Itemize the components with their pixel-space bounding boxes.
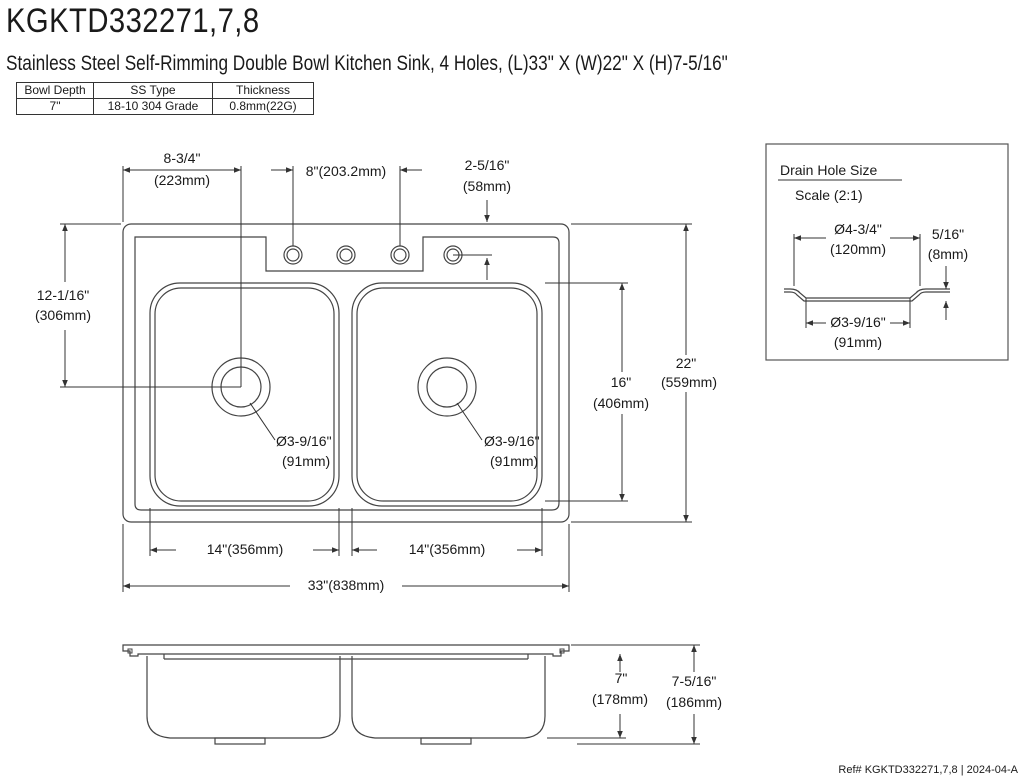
dim-overall-width: 22" [676,355,697,371]
sink-deck-outline [134,236,560,511]
drain-detail-title: Drain Hole Size [780,162,877,178]
bowl-left [149,282,340,507]
dim-bowl-depth: 7" [615,670,628,686]
dim-bowl-height-mm: (406mm) [593,395,649,411]
dim-overall-length: 33"(838mm) [308,577,385,593]
sink-outer-rim [122,223,570,523]
sink-side-view [122,644,570,745]
dim-drain-left-mm: (91mm) [282,453,330,469]
dim-bowl-depth-mm: (178mm) [592,691,648,707]
spec-value-ss-type: 18-10 304 Grade [93,98,213,115]
drain-hole-detail: Drain Hole Size Scale (2:1) Ø4-3/4" (120… [765,143,1009,361]
dim-rim-hole-mm: (58mm) [463,178,511,194]
faucet-holes [283,245,463,265]
drain-detail-frame [765,143,1009,361]
dim-drain-depth-mm: (306mm) [35,307,91,323]
dim-overall-width-mm: (559mm) [661,374,717,390]
dim-bowl-right-length: 14"(356mm) [409,541,486,557]
sink-top-view [122,223,570,523]
spec-table: Bowl Depth SS Type Thickness 7" 18-10 30… [16,82,314,115]
drain-detail-top-dia-mm: (120mm) [830,241,886,257]
drain-detail-height: 5/16" [932,226,964,242]
drain-detail-top-dia: Ø4-3/4" [834,221,882,237]
dim-rim-hole: 2-5/16" [465,157,510,173]
drain-profile [784,288,950,299]
drain-detail-bottom-dia-mm: (91mm) [834,334,882,350]
side-drain-right [420,737,472,745]
side-bowl-right [351,656,546,739]
page-title: KGKTD332271,7,8 [6,2,260,40]
bowl-right [351,282,543,507]
dim-drain-left: Ø3-9/16" [276,433,332,449]
side-drain-left [214,737,266,745]
dim-overall-depth: 7-5/16" [672,673,717,689]
spec-value-thickness: 0.8mm(22G) [212,98,314,115]
dim-overall-depth-mm: (186mm) [666,694,722,710]
dim-drain-offset: 8-3/4" [164,150,201,166]
page-subtitle: Stainless Steel Self-Rimming Double Bowl… [6,52,728,75]
reference-number: Ref# KGKTD332271,7,8 | 2024-04-A [838,764,1018,776]
dim-drain-right: Ø3-9/16" [484,433,540,449]
side-bowl-left [146,656,341,739]
spec-value-bowl-depth: 7" [16,98,94,115]
drain-detail-bottom-dia: Ø3-9/16" [830,314,886,330]
drain-hole-right [417,357,477,417]
drain-detail-height-mm: (8mm) [928,246,968,262]
dim-drain-depth: 12-1/16" [37,287,89,303]
dim-bowl-height: 16" [611,374,632,390]
dim-bowl-left-length: 14"(356mm) [207,541,284,557]
dim-drain-right-mm: (91mm) [490,453,538,469]
dim-drain-offset-mm: (223mm) [154,172,210,188]
drain-detail-scale: Scale (2:1) [795,187,863,203]
dim-hole-spacing: 8"(203.2mm) [306,163,386,179]
faucet-hole [336,245,356,265]
